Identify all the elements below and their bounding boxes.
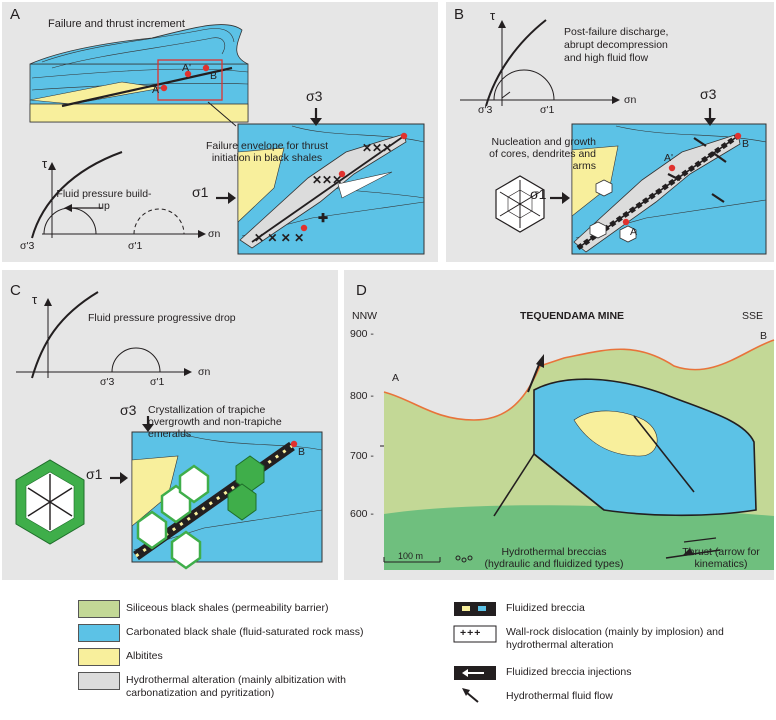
legend-hydrothermal-alteration: Hydrothermal alteration (mainly albitiza… xyxy=(126,674,347,699)
sigma1-label-b: σ1 xyxy=(530,186,547,202)
thrust-note: Thrust (arrow for kinematics) xyxy=(682,546,760,570)
legend-carbonated-shale: Carbonated black shale (fluid-saturated … xyxy=(126,626,364,638)
crystallization-note: Crystallization of trapiche overgrowth a… xyxy=(148,404,282,440)
legend-albitites: Albitites xyxy=(126,650,163,662)
panel-b: B Post-failure discharge, abrupt decompr… xyxy=(446,2,774,262)
point-a-label-b: A xyxy=(630,226,638,238)
sigma-n-axis-label-b: σn xyxy=(624,94,637,106)
panel-d-label: D xyxy=(356,282,367,299)
panel-b-label: B xyxy=(454,6,465,23)
scale-label: 100 m xyxy=(398,551,424,561)
trapiche-emerald-icon xyxy=(495,175,545,233)
zoom-leader-line xyxy=(207,101,237,127)
mohr-diagram-a xyxy=(31,151,206,239)
legend-swatch-albitites xyxy=(78,648,120,666)
tau-axis-label-c: τ xyxy=(32,292,38,307)
thrust-symbol-icon xyxy=(665,537,721,559)
panel-c-title: Fluid pressure progressive drop xyxy=(88,312,236,324)
point-b-label-d: B xyxy=(760,330,768,342)
fluid-pressure-note: Fluid pressure build-up xyxy=(56,188,152,212)
legend-swatch-carbonated-shale xyxy=(78,624,120,642)
elevation-900: 900 - xyxy=(350,328,374,340)
scale-bar xyxy=(383,557,441,563)
elevation-700: 700 - xyxy=(350,450,374,462)
point-a-label-d: A xyxy=(392,372,400,384)
svg-text:✕✕✕: ✕✕✕ xyxy=(362,141,392,155)
breccia-note: Hydrothermal breccias (hydraulic and flu… xyxy=(484,546,624,570)
panel-a: A Failure and thrust increment xyxy=(2,2,438,262)
legend-breccia-injections: Fluidized breccia injections xyxy=(506,666,632,678)
svg-text:✚: ✚ xyxy=(318,211,328,225)
panel-c-drawing xyxy=(15,291,323,570)
sigma1-prime-label-b: σ'1 xyxy=(540,104,555,116)
zoom-inset-a: ✕ ✕ ✕ ✕ ✕✕✕ ✕✕✕ ✚ xyxy=(216,108,425,255)
trapiche-emerald-green-icon xyxy=(15,459,85,545)
sigma1-prime-label-c: σ'1 xyxy=(150,376,165,388)
panel-d: D TEQUENDAMA MINE NNW SSE xyxy=(344,270,775,580)
wall-rock-symbol: +++ xyxy=(460,627,482,639)
breccia-circles-icon xyxy=(455,555,473,563)
svg-text:✕ ✕ ✕ ✕: ✕ ✕ ✕ ✕ xyxy=(254,231,304,245)
sigma3-prime-label: σ'3 xyxy=(20,240,35,252)
legend-wall-rock-dislocation: Wall-rock dislocation (mainly by implosi… xyxy=(506,626,724,651)
legend-swatch-hydrothermal-alteration xyxy=(78,672,120,690)
cross-section-drawing xyxy=(380,339,775,570)
sigma1-prime-label: σ'1 xyxy=(128,240,143,252)
point-a-prime-label: A' xyxy=(182,62,192,74)
panel-c-label: C xyxy=(10,282,21,299)
svg-text:✕✕✕: ✕✕✕ xyxy=(312,173,342,187)
mohr-diagram-c xyxy=(16,291,192,379)
sigma-n-axis-label: σn xyxy=(208,228,221,240)
failure-envelope-note: Failure envelope for thrust initiation i… xyxy=(206,140,328,164)
panel-a-title: Failure and thrust increment xyxy=(48,18,185,30)
sigma1-label: σ1 xyxy=(192,184,209,200)
zoom-inset-c xyxy=(110,416,323,570)
sse-label: SSE xyxy=(742,310,764,322)
zoom-inset-b xyxy=(550,108,767,255)
wall-rock-dislocation-icon xyxy=(453,625,497,643)
nucleation-note: Nucleation and growth of cores, dendrite… xyxy=(489,136,596,172)
sigma1-label-c: σ1 xyxy=(86,466,103,482)
panel-b-title: Post-failure discharge, abrupt decompres… xyxy=(564,26,669,64)
mohr-diagram-b xyxy=(460,19,620,107)
panel-b-drawing xyxy=(460,19,767,255)
point-b-label: B xyxy=(210,70,218,82)
breccia-injection-icon xyxy=(454,666,496,680)
legend-fluid-flow: Hydrothermal fluid flow xyxy=(506,690,613,702)
tau-axis-label: τ xyxy=(42,156,48,171)
point-a-prime-label-b: A' xyxy=(664,152,674,164)
panel-a-drawing: ✕ ✕ ✕ ✕ ✕✕✕ ✕✕✕ ✚ xyxy=(29,24,425,255)
point-b-label-b: B xyxy=(742,138,750,150)
tau-axis-label-b: τ xyxy=(490,8,496,23)
sigma3-label: σ3 xyxy=(306,88,323,104)
elevation-600: 600 - xyxy=(350,508,374,520)
elevation-800: 800 - xyxy=(350,390,374,402)
panel-c: C Fluid pressure progressive drop xyxy=(2,270,338,580)
fluid-flow-arrow-icon xyxy=(462,688,479,703)
legend-swatch-siliceous-shale xyxy=(78,600,120,618)
sigma3-label-c: σ3 xyxy=(120,402,137,418)
sigma3-prime-label-c: σ'3 xyxy=(100,376,115,388)
panel-a-label: A xyxy=(10,6,21,23)
cross-section xyxy=(380,339,775,570)
folded-shale-block xyxy=(29,24,249,123)
legend-siliceous-shale: Siliceous black shales (permeability bar… xyxy=(126,602,329,614)
nnw-label: NNW xyxy=(352,310,378,322)
point-a-label: A xyxy=(152,84,160,96)
legend-fluidized-breccia: Fluidized breccia xyxy=(506,602,585,614)
sigma3-prime-label-b: σ'3 xyxy=(478,104,493,116)
mine-title: TEQUENDAMA MINE xyxy=(520,310,625,322)
fluidized-breccia-icon xyxy=(454,602,496,616)
sigma-n-axis-label-c: σn xyxy=(198,366,211,378)
sigma3-label-b: σ3 xyxy=(700,86,717,102)
point-b-label-c: B xyxy=(298,446,306,458)
